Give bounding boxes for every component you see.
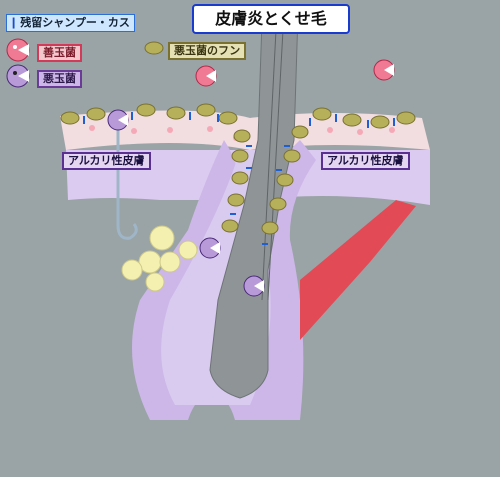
feces-legend-icon — [144, 41, 164, 55]
bad-bacteria-icon — [199, 237, 221, 259]
sweat-duct — [116, 120, 138, 240]
good-bacteria-icon — [6, 38, 30, 62]
legend-bad-bacteria: 悪玉菌 — [37, 70, 82, 88]
bad-bacteria-icon — [107, 109, 129, 131]
good-bacteria-icon — [195, 65, 217, 87]
bad-bacteria-icon — [243, 275, 265, 297]
skin-label-right: アルカリ性皮膚 — [321, 152, 410, 170]
bad-bacteria-icon — [6, 64, 30, 88]
skin-label-left: アルカリ性皮膚 — [62, 152, 151, 170]
legend-residue-label: 残留シャンプー・カス — [20, 16, 130, 29]
hair-shaft — [209, 13, 299, 399]
shampoo-residue — [83, 112, 395, 245]
pin-icon: ❙ — [9, 16, 19, 29]
legend-feces: 悪玉菌のフン — [168, 42, 247, 60]
hair-shaft-lines — [261, 29, 284, 301]
bacteria-feces — [60, 103, 416, 235]
arrector-muscle — [300, 200, 416, 340]
legend-residue: ❙残留シャンプー・カス — [6, 14, 135, 32]
good-bacteria-icon — [373, 59, 395, 81]
sebaceous-gland — [121, 225, 198, 292]
page-title: 皮膚炎とくせ毛 — [192, 4, 350, 34]
legend-good-bacteria: 善玉菌 — [37, 44, 82, 62]
